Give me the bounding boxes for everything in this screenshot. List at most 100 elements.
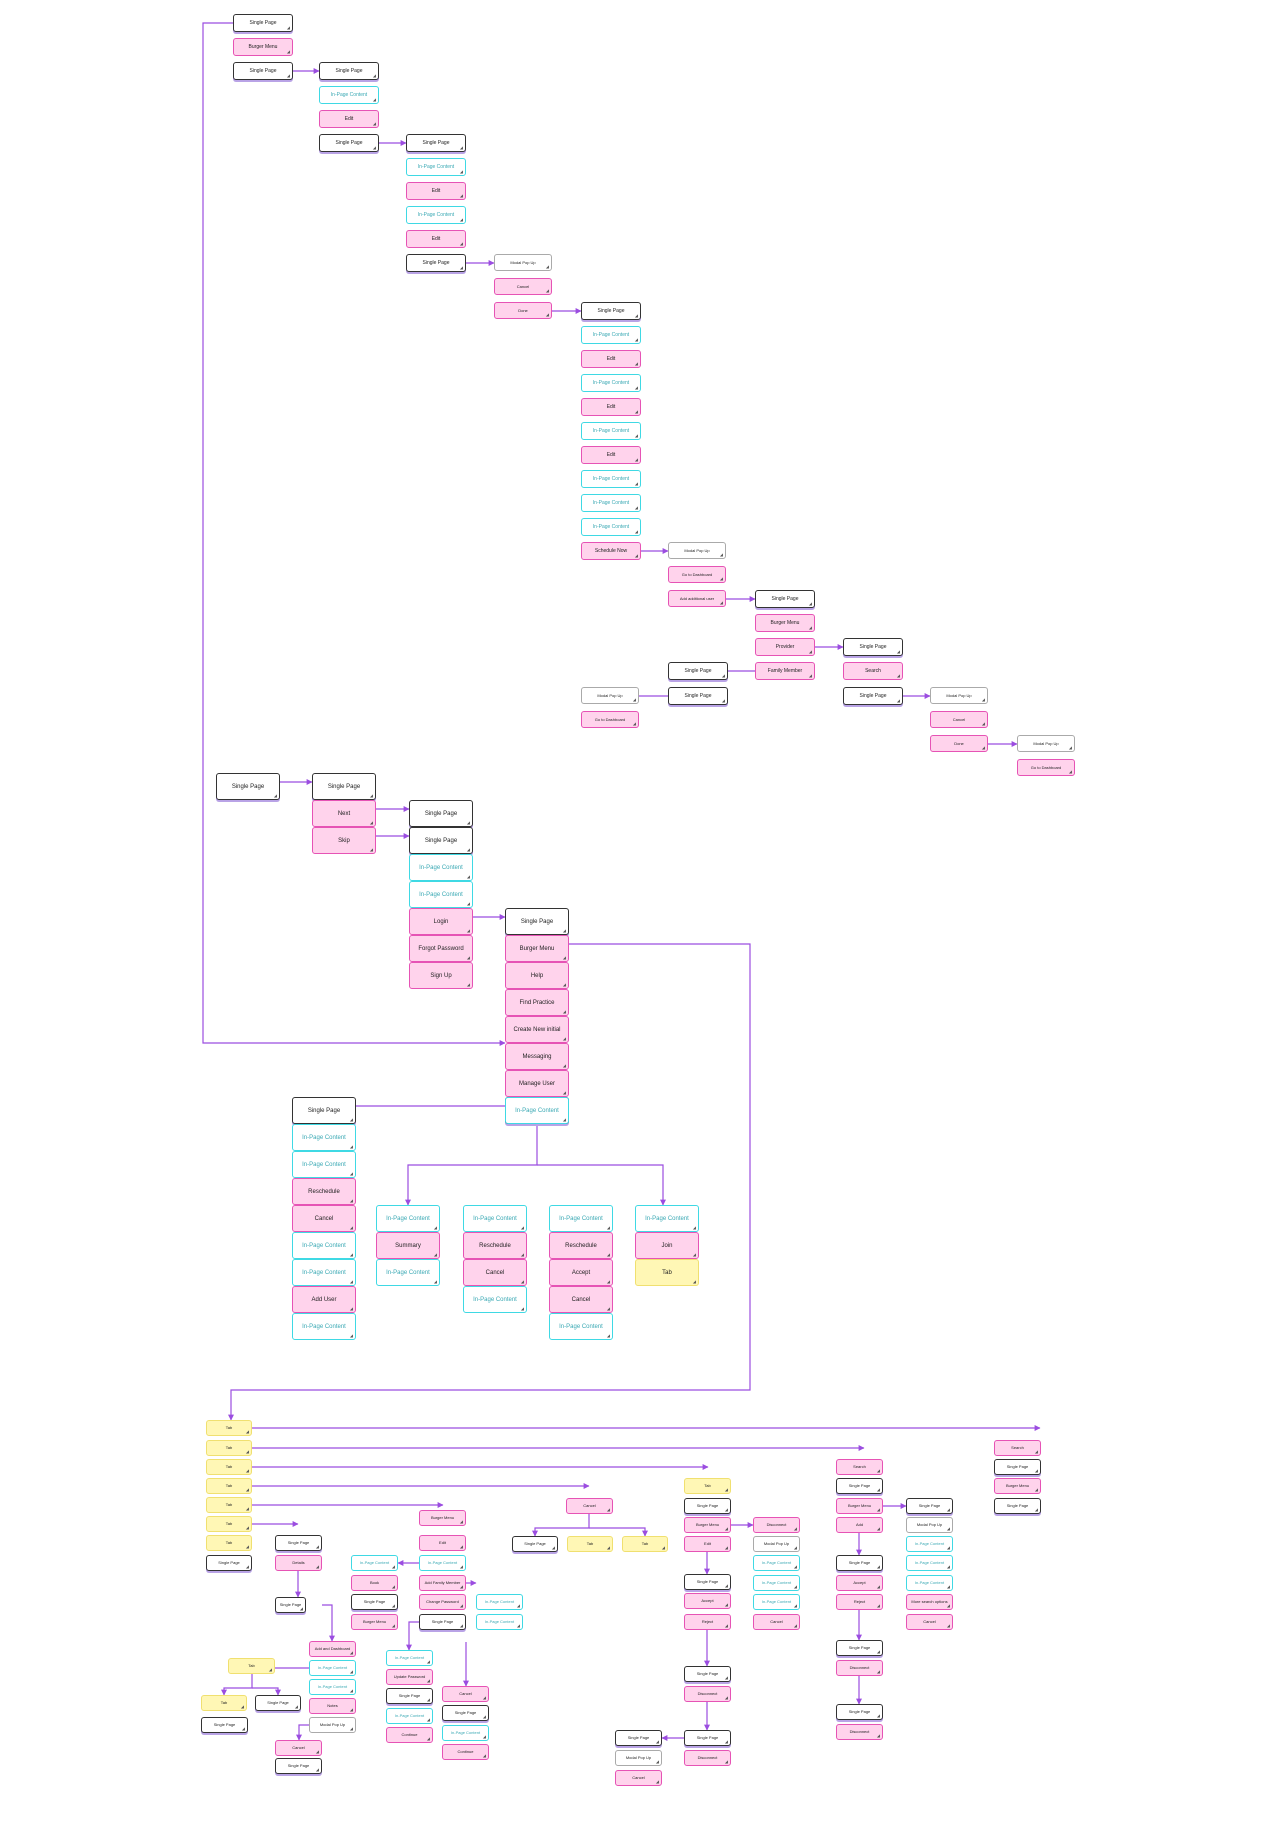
page-node[interactable]: Single Page◢ [419,1614,466,1630]
content-node[interactable]: In-Page Content◢ [406,206,466,224]
action-node[interactable]: Sign Up◢ [409,962,473,989]
action-node[interactable]: Go to Dashboard◢ [581,711,639,728]
content-node[interactable]: In-Page Content◢ [581,326,641,344]
content-node[interactable]: In-Page Content◢ [906,1555,953,1571]
page-node[interactable]: Single Page◢ [512,1536,558,1552]
content-node[interactable]: In-Page Content◢ [753,1594,800,1610]
content-node[interactable]: In-Page Content◢ [753,1575,800,1591]
tab-node[interactable]: Tab◢ [206,1440,252,1456]
action-node[interactable]: Cancel◢ [906,1614,953,1630]
content-node[interactable]: In-Page Content◢ [505,1097,569,1124]
content-node[interactable]: In-Page Content◢ [906,1575,953,1591]
action-node[interactable]: Summary◢ [376,1232,440,1259]
action-node[interactable]: Cancel◢ [615,1770,662,1786]
page-node[interactable]: Single Page◢ [684,1730,731,1746]
content-node[interactable]: In-Page Content◢ [419,1555,466,1571]
content-node[interactable]: In-Page Content◢ [635,1205,699,1232]
page-node[interactable]: Single Page◢ [668,662,728,680]
page-node[interactable]: Single Page◢ [615,1730,662,1746]
action-node[interactable]: Edit◢ [684,1536,731,1552]
action-node[interactable]: More search options◢ [906,1594,953,1610]
page-node[interactable]: Single Page◢ [684,1574,731,1590]
action-node[interactable]: Reject◢ [684,1614,731,1630]
action-node[interactable]: Edit◢ [406,182,466,200]
page-node[interactable]: Single Page◢ [275,1758,322,1774]
page-node[interactable]: Single Page◢ [409,827,473,854]
page-node[interactable]: Single Page◢ [275,1535,322,1551]
action-node[interactable]: Go to Dashboard◢ [668,566,726,583]
action-node[interactable]: Burger Menu◢ [755,614,815,632]
action-node[interactable]: Continue◢ [442,1744,489,1760]
action-node[interactable]: Burger Menu◢ [836,1498,883,1514]
action-node[interactable]: Cancel◢ [930,711,988,728]
modal-node[interactable]: Modal Pop Up◢ [753,1536,800,1552]
content-node[interactable]: In-Page Content◢ [292,1232,356,1259]
content-node[interactable]: In-Page Content◢ [442,1725,489,1741]
content-node[interactable]: In-Page Content◢ [292,1259,356,1286]
page-node[interactable]: Single Page◢ [406,254,466,272]
modal-node[interactable]: Modal Pop Up◢ [668,542,726,559]
action-node[interactable]: Messaging◢ [505,1043,569,1070]
page-node[interactable]: Single Page◢ [843,638,903,656]
content-node[interactable]: In-Page Content◢ [292,1124,356,1151]
action-node[interactable]: Continue◢ [386,1727,433,1743]
content-node[interactable]: In-Page Content◢ [351,1555,398,1571]
modal-node[interactable]: Modal Pop Up◢ [494,254,552,271]
action-node[interactable]: Notes◢ [309,1698,356,1714]
action-node[interactable]: Login◢ [409,908,473,935]
action-node[interactable]: Skip◢ [312,827,376,854]
tab-node[interactable]: Tab◢ [567,1536,613,1552]
tab-node[interactable]: Tab◢ [228,1658,275,1674]
action-node[interactable]: Add and Dashboard◢ [309,1641,356,1657]
page-node[interactable]: Single Page◢ [906,1498,953,1514]
action-node[interactable]: Edit◢ [419,1535,466,1551]
action-node[interactable]: Book◢ [351,1575,398,1591]
content-node[interactable]: In-Page Content◢ [753,1555,800,1571]
content-node[interactable]: In-Page Content◢ [409,854,473,881]
content-node[interactable]: In-Page Content◢ [406,158,466,176]
content-node[interactable]: In-Page Content◢ [309,1660,356,1676]
page-node[interactable]: Single Page◢ [668,687,728,705]
action-node[interactable]: Cancel◢ [463,1259,527,1286]
page-node[interactable]: Single Page◢ [201,1717,248,1733]
content-node[interactable]: In-Page Content◢ [549,1205,613,1232]
action-node[interactable]: Disconnect◢ [753,1517,800,1533]
action-node[interactable]: Provider◢ [755,638,815,656]
action-node[interactable]: Accept◢ [836,1575,883,1591]
page-node[interactable]: Single Page◢ [684,1666,731,1682]
page-node[interactable]: Single Page◢ [994,1459,1041,1475]
action-node[interactable]: Cancel◢ [494,278,552,295]
content-node[interactable]: In-Page Content◢ [581,422,641,440]
action-node[interactable]: Burger Menu◢ [994,1478,1041,1494]
page-node[interactable]: Single Page◢ [351,1594,398,1610]
page-node[interactable]: Single Page◢ [406,134,466,152]
content-node[interactable]: In-Page Content◢ [463,1286,527,1313]
action-node[interactable]: Disconnect◢ [836,1724,883,1740]
action-node[interactable]: Search◢ [843,662,903,680]
page-node[interactable]: Single Page◢ [233,62,293,80]
content-node[interactable]: In-Page Content◢ [319,86,379,104]
content-node[interactable]: In-Page Content◢ [292,1313,356,1340]
action-node[interactable]: Go to Dashboard◢ [1017,759,1075,776]
action-node[interactable]: Details◢ [275,1555,322,1571]
page-node[interactable]: Single Page◢ [319,134,379,152]
page-node[interactable]: Single Page◢ [836,1640,883,1656]
page-node[interactable]: Single Page◢ [836,1555,883,1571]
action-node[interactable]: Accept◢ [684,1593,731,1609]
tab-node[interactable]: Tab◢ [684,1478,731,1494]
action-node[interactable]: Burger Menu◢ [684,1517,731,1533]
page-node[interactable]: Single Page◢ [292,1097,356,1124]
action-node[interactable]: Edit◢ [581,398,641,416]
action-node[interactable]: Edit◢ [581,446,641,464]
action-node[interactable]: Help◢ [505,962,569,989]
page-node[interactable]: Single Page◢ [836,1478,883,1494]
content-node[interactable]: In-Page Content◢ [376,1205,440,1232]
action-node[interactable]: Family Member◢ [755,662,815,680]
page-node[interactable]: Single Page◢ [442,1705,489,1721]
action-node[interactable]: Reject◢ [836,1594,883,1610]
action-node[interactable]: Cancel◢ [753,1614,800,1630]
content-node[interactable]: In-Page Content◢ [581,518,641,536]
page-node[interactable]: Single Page◢ [505,908,569,935]
content-node[interactable]: In-Page Content◢ [581,374,641,392]
action-node[interactable]: Disconnect◢ [684,1750,731,1766]
